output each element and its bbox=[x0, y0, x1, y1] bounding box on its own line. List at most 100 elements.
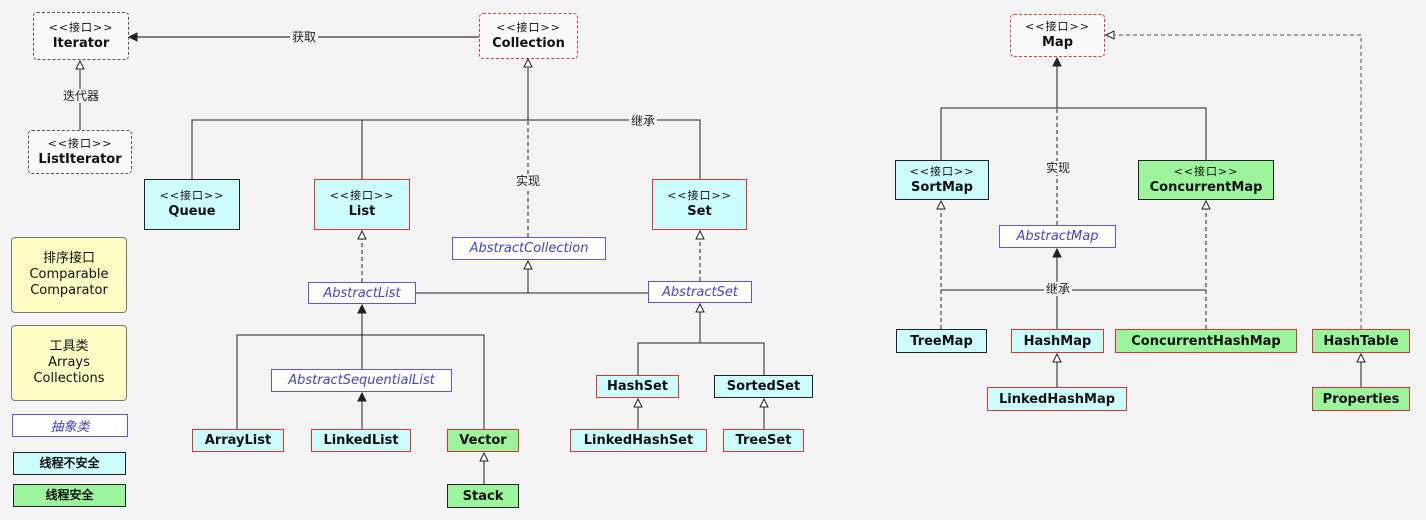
node-name: SortedSet bbox=[726, 379, 801, 394]
edge-label-iterator: 迭代器 bbox=[60, 89, 102, 103]
arraylist-node: ArrayList bbox=[192, 429, 284, 452]
arrowhead-hashtable bbox=[1356, 352, 1366, 363]
edge-label-implement-map: 实现 bbox=[1043, 161, 1073, 175]
hashtable-node: HashTable bbox=[1312, 329, 1410, 353]
stereotype-label: <<接口>> bbox=[159, 189, 225, 202]
edge-label-inherit-map: 继承 bbox=[1043, 282, 1073, 296]
stereotype-label: <<接口>> bbox=[496, 20, 561, 34]
edge-map-subinterfaces bbox=[940, 107, 1207, 160]
node-name: AbstractSequentialList bbox=[288, 373, 435, 388]
stereotype-label: <<接口>> bbox=[47, 136, 113, 150]
arrowhead-sequential bbox=[357, 391, 367, 402]
legend-thread-unsafe: 线程不安全 bbox=[13, 452, 126, 475]
node-name: List bbox=[348, 204, 376, 219]
node-name: ArrayList bbox=[204, 433, 272, 448]
node-name: HashSet bbox=[606, 379, 669, 394]
queue-interface-node: <<接口>> Queue bbox=[144, 179, 240, 230]
arrowhead-abstractcollection bbox=[523, 259, 533, 270]
map-interface-node: <<接口>> Map bbox=[1010, 14, 1105, 57]
arrowhead-map-hashtable bbox=[1104, 30, 1115, 40]
arrowhead-concurrentmap bbox=[1201, 199, 1211, 210]
arrowhead-sortedset bbox=[759, 397, 769, 408]
node-name: AbstractList bbox=[323, 285, 401, 301]
linkedhashmap-node: LinkedHashMap bbox=[987, 387, 1127, 411]
legend-line: 排序接口 bbox=[42, 251, 95, 266]
edge-hashtable-to-map bbox=[1115, 34, 1362, 329]
vector-node: Vector bbox=[447, 429, 519, 452]
iterator-interface-node: <<接口>> Iterator bbox=[33, 12, 129, 60]
edge-label-obtain: 获取 bbox=[289, 30, 319, 44]
properties-node: Properties bbox=[1312, 387, 1410, 411]
concurrentmap-interface-node: <<接口>> ConcurrentMap bbox=[1138, 160, 1274, 200]
node-name: LinkedHashMap bbox=[998, 391, 1116, 407]
node-name: ListIterator bbox=[38, 151, 122, 167]
node-name: AbstractMap bbox=[1016, 229, 1099, 244]
list-interface-node: <<接口>> List bbox=[314, 179, 410, 230]
legend-line: 抽象类 bbox=[50, 420, 90, 435]
sortmap-interface-node: <<接口>> SortMap bbox=[895, 160, 989, 200]
arrowhead-list bbox=[357, 229, 367, 240]
stack-node: Stack bbox=[447, 484, 519, 508]
treemap-node: TreeMap bbox=[896, 329, 987, 353]
abstractset-node: AbstractSet bbox=[648, 281, 752, 303]
node-name: Vector bbox=[459, 433, 507, 448]
node-name: ConcurrentHashMap bbox=[1131, 333, 1281, 349]
hashmap-node: HashMap bbox=[1011, 329, 1104, 353]
node-name: Iterator bbox=[52, 35, 110, 51]
legend-line: 线程安全 bbox=[45, 488, 94, 502]
arrowhead-abstractset bbox=[695, 302, 705, 313]
abstractlist-node: AbstractList bbox=[308, 282, 416, 304]
node-name: Collection bbox=[492, 35, 565, 51]
legend-line: 工具类 bbox=[49, 339, 89, 354]
arrowhead-map bbox=[1052, 56, 1062, 67]
stereotype-label: <<接口>> bbox=[1173, 164, 1239, 178]
node-name: Set bbox=[687, 204, 712, 219]
node-name: Queue bbox=[168, 204, 216, 219]
abstractcollection-node: AbstractCollection bbox=[452, 237, 606, 260]
node-name: LinkedHashSet bbox=[583, 433, 694, 448]
treeset-node: TreeSet bbox=[723, 429, 804, 452]
concurrenthashmap-node: ConcurrentHashMap bbox=[1115, 329, 1297, 353]
node-name: ConcurrentMap bbox=[1149, 179, 1263, 195]
node-name: TreeMap bbox=[910, 333, 973, 349]
arrowhead-collection bbox=[523, 57, 533, 68]
legend-thread-safe: 线程安全 bbox=[13, 484, 126, 507]
edge-collection-subinterfaces bbox=[191, 119, 701, 179]
listiterator-interface-node: <<接口>> ListIterator bbox=[28, 130, 132, 174]
stereotype-label: <<接口>> bbox=[667, 189, 732, 202]
stereotype-label: <<接口>> bbox=[909, 164, 975, 178]
hashset-node: HashSet bbox=[596, 375, 679, 398]
legend-line: Comparable bbox=[29, 267, 109, 282]
node-name: HashTable bbox=[1323, 333, 1399, 349]
node-name: HashMap bbox=[1023, 333, 1092, 349]
legend-sort-interfaces: 排序接口 Comparable Comparator bbox=[11, 237, 127, 313]
arrowhead-iterator-inherit bbox=[75, 59, 85, 70]
legend-line: 线程不安全 bbox=[39, 456, 100, 470]
collection-interface-node: <<接口>> Collection bbox=[479, 13, 578, 59]
edge-label-inherit-collection: 继承 bbox=[628, 114, 658, 128]
edge-list-impls-bus bbox=[236, 334, 485, 429]
edge-set-impls-bus bbox=[637, 342, 765, 375]
linkedhashset-node: LinkedHashSet bbox=[570, 429, 707, 452]
node-name: TreeSet bbox=[735, 433, 792, 448]
node-name: LinkedList bbox=[323, 433, 399, 448]
abstractsequentiallist-node: AbstractSequentialList bbox=[271, 369, 452, 392]
edge-label-implement-collection: 实现 bbox=[513, 174, 543, 188]
arrowhead-set bbox=[695, 229, 705, 240]
arrowhead-hashmap bbox=[1052, 352, 1062, 363]
node-name: Map bbox=[1041, 35, 1073, 50]
legend-tool-classes: 工具类 Arrays Collections bbox=[11, 325, 127, 401]
node-name: Properties bbox=[1322, 391, 1400, 407]
arrowhead-vector bbox=[479, 451, 489, 462]
sortedset-node: SortedSet bbox=[714, 375, 813, 398]
linkedlist-node: LinkedList bbox=[311, 429, 411, 452]
abstractmap-node: AbstractMap bbox=[999, 225, 1116, 248]
legend-abstract-class: 抽象类 bbox=[12, 414, 128, 437]
node-name: Stack bbox=[462, 488, 504, 504]
stereotype-label: <<接口>> bbox=[48, 20, 114, 34]
legend-line: Arrays bbox=[48, 355, 90, 370]
node-name: SortMap bbox=[911, 179, 973, 195]
arrowhead-iterator bbox=[127, 32, 138, 42]
arrowhead-abstractlist bbox=[357, 303, 367, 314]
